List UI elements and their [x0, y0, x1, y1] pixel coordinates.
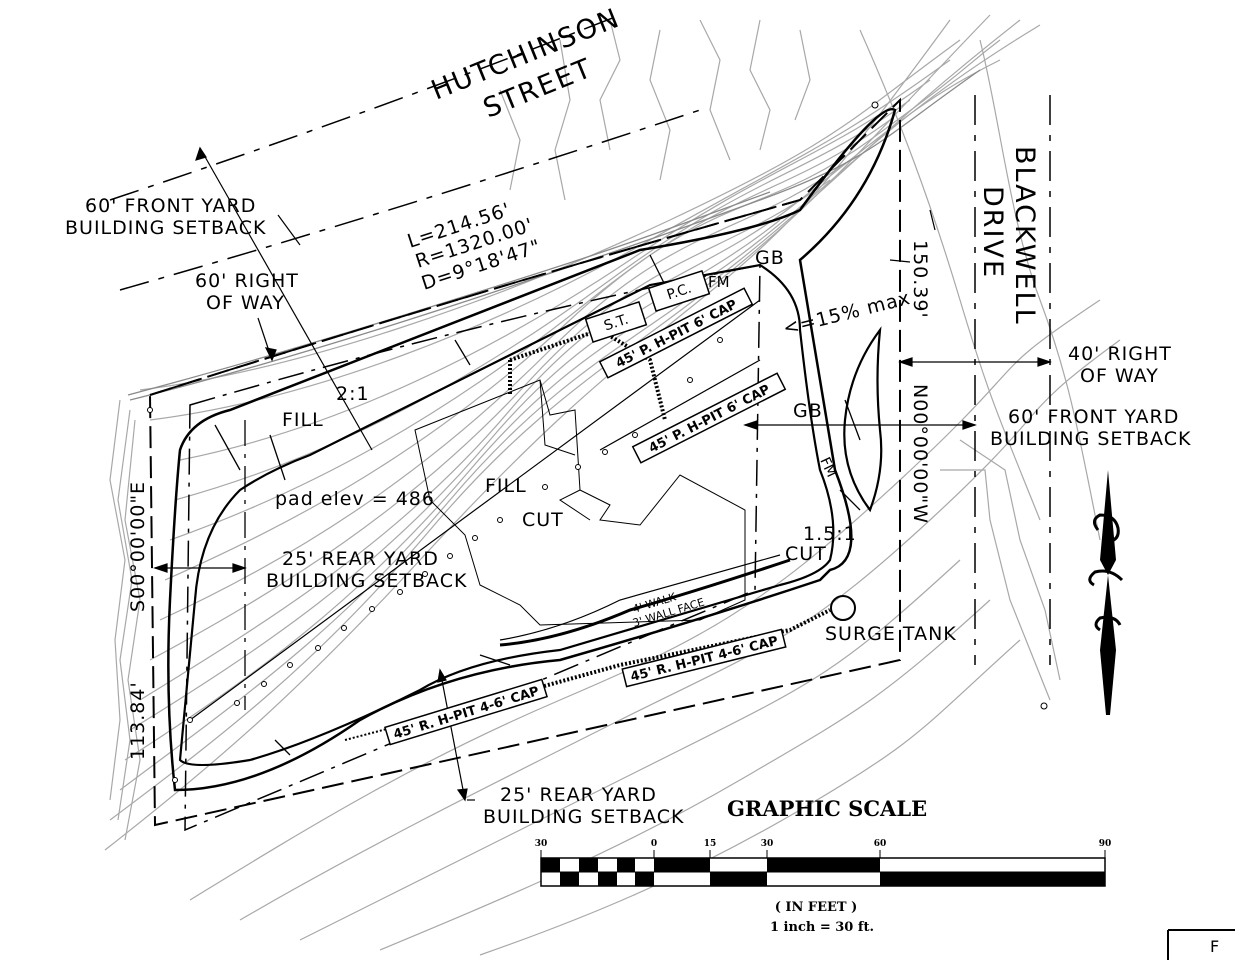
scale-ratio: 1 inch = 30 ft. [770, 920, 874, 935]
fill-left: FILL [282, 409, 324, 431]
rear-setback-bottom-1: 25' REAR YARD [500, 784, 657, 806]
front-setback-right-1: 60' FRONT YARD [1008, 406, 1179, 428]
fm-top: FM [708, 273, 730, 291]
east-distance: 150.39' [909, 240, 931, 319]
force-mains [189, 299, 831, 741]
rear-setback-bottom-2: BUILDING SETBACK [483, 806, 684, 828]
west-bearing: S00°00'00"E [127, 481, 149, 612]
property-boundary [148, 97, 901, 827]
walk-path [499, 554, 781, 641]
rear-setback-left-2: BUILDING SETBACK [266, 570, 467, 592]
title-block-corner: F [1167, 929, 1235, 960]
pad-elevation: pad elev = 486 [275, 488, 435, 510]
fill-center: FILL [485, 475, 527, 497]
cut-right: CUT [785, 543, 827, 565]
st-box-label: S.T. [602, 312, 630, 335]
east-bearing: N00°00'00"W [909, 384, 931, 524]
fm-right: FM [816, 455, 839, 480]
scale-tick-label: 90 [1099, 839, 1112, 849]
slope-max-note: <=15% max [781, 287, 913, 340]
scale-tick-label: 30 [535, 839, 548, 849]
west-distance: 113.84' [127, 681, 149, 760]
gb-top: GB [755, 247, 785, 269]
pc-box-label: P.C. [665, 280, 694, 303]
pit-box-4: 45' R. H-PIT 4-6' CAP [384, 678, 548, 746]
north-arrow [1088, 470, 1124, 715]
graphic-scale: GRAPHIC SCALE 30 0 15 30 60 90 ( IN FEET… [535, 796, 1112, 935]
blackwell-drive-row [974, 95, 1051, 665]
title-block-text: F [1210, 937, 1219, 956]
grading-limit-outer [167, 107, 897, 792]
front-setback-left-2: BUILDING SETBACK [65, 217, 266, 239]
row-right-2: OF WAY [1080, 365, 1159, 387]
surge-tank-label: SURGE TANK [825, 623, 957, 645]
building-footprint [414, 379, 746, 626]
st-box: S.T. [584, 300, 648, 344]
cut-center: CUT [522, 509, 564, 531]
gb-mid: GB [793, 400, 823, 422]
pit-dots [147, 101, 1048, 783]
row-right-1: 40' RIGHT [1068, 343, 1172, 365]
scale-tick-label: 60 [874, 839, 887, 849]
scale-tick-label: 15 [704, 839, 717, 849]
rear-setback-left-1: 25' REAR YARD [282, 548, 439, 570]
slope-2-1: 2:1 [336, 383, 370, 405]
grading-limit-inner [178, 263, 835, 767]
front-setback-right-2: BUILDING SETBACK [990, 428, 1191, 450]
scale-title: GRAPHIC SCALE [727, 796, 927, 821]
pit-box-2-label: 45' P. H-PIT 6' CAP [647, 382, 773, 456]
front-setback-left-1: 60' FRONT YARD [85, 195, 256, 217]
row-left-1: 60' RIGHT [195, 270, 299, 292]
blackwell-drive-label-1: BLACKWELL [1009, 146, 1040, 326]
scale-units: ( IN FEET ) [775, 900, 858, 915]
slope-1-5-1: 1.5:1 [803, 523, 857, 545]
row-left-2: OF WAY [206, 292, 285, 314]
grading-east-swale [843, 326, 883, 513]
scale-tick-label: 30 [761, 839, 774, 849]
pc-box: P.C. [647, 269, 711, 313]
surge-tank-circle [830, 595, 856, 621]
blackwell-drive-label-2: DRIVE [977, 186, 1008, 279]
scale-tick-label: 0 [651, 839, 657, 849]
dimension-lines [153, 146, 1052, 802]
retaining-wall [499, 558, 791, 647]
